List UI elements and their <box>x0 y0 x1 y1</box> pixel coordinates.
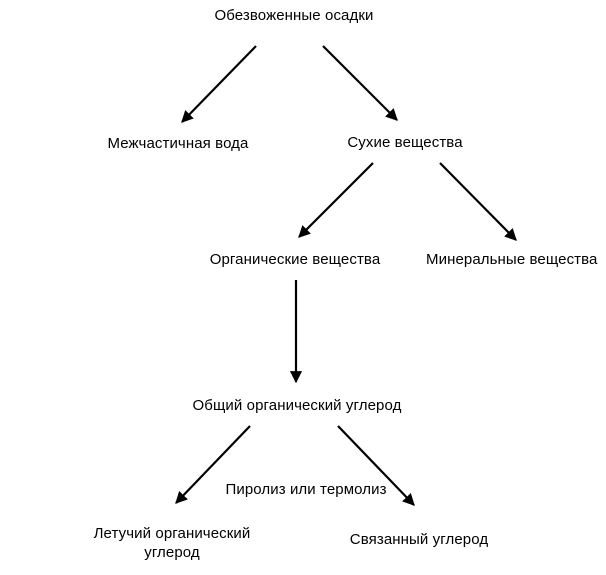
node-dry-matter: Сухие вещества <box>347 134 463 151</box>
node-volatile-organic-carbon-line1: Летучий органический <box>93 525 251 542</box>
node-interparticle-water: Межчастичная вода <box>107 135 249 152</box>
arrow-dry-to-organic <box>298 162 374 238</box>
node-total-organic-carbon: Общий органический углерод <box>192 397 402 414</box>
edge-label-pyrolysis: Пиролиз или термолиз <box>223 480 389 499</box>
node-mineral-matter: Минеральные вещества <box>426 251 598 268</box>
node-organic-matter: Органические вещества <box>209 251 381 268</box>
arrow-sludge-to-dry <box>322 45 398 121</box>
node-bound-carbon: Связанный углерод <box>349 531 489 548</box>
node-dewatered-sludge: Обезвоженные осадки <box>214 7 374 24</box>
node-volatile-organic-carbon: Летучий органический углерод <box>72 524 272 562</box>
arrow-sludge-to-water <box>181 45 257 123</box>
arrow-dry-to-mineral <box>439 162 517 241</box>
arrow-total-to-bound <box>337 425 415 506</box>
node-volatile-organic-carbon-line2: углерод <box>144 544 200 561</box>
arrow-total-to-volatile <box>175 425 251 504</box>
